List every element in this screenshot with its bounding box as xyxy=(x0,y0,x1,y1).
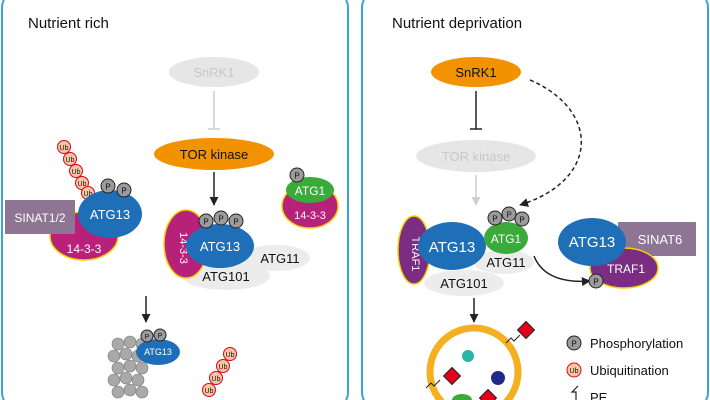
legend-pe: PE xyxy=(590,390,608,400)
sinat12 xyxy=(5,200,75,234)
svg-text:SINAT1/2: SINAT1/2 xyxy=(14,211,65,225)
atg13-sinat6 xyxy=(558,218,626,266)
svg-text:Ub: Ub xyxy=(72,169,81,176)
svg-text:ATG11: ATG11 xyxy=(486,255,525,270)
legend: P Phosphorylation Ub Ubiquitination PE xyxy=(566,335,683,400)
svg-text:14-3-3: 14-3-3 xyxy=(294,210,326,222)
svg-text:Ub: Ub xyxy=(205,388,214,395)
atg13-left xyxy=(78,190,142,238)
atg101-right xyxy=(424,270,504,296)
svg-text:P: P xyxy=(519,216,524,225)
snrk1-active xyxy=(431,57,521,87)
proteasome xyxy=(107,335,149,399)
svg-text:ATG13: ATG13 xyxy=(90,207,130,222)
svg-text:Ub: Ub xyxy=(212,376,221,383)
svg-text:TOR kinase: TOR kinase xyxy=(442,149,510,164)
tor-kinase-inactive xyxy=(416,140,536,172)
svg-text:SnRK1: SnRK1 xyxy=(455,65,496,80)
traf1-arrow xyxy=(533,255,591,287)
legend-ub-icon xyxy=(566,362,582,378)
svg-text:Ub: Ub xyxy=(219,364,228,371)
autophagosome xyxy=(426,324,522,400)
svg-text:ATG1: ATG1 xyxy=(491,232,522,246)
ub-chain-free: Ub Ub Ub Ub xyxy=(202,347,237,397)
legend-phospho-icon xyxy=(566,335,582,351)
left-panel xyxy=(1,0,349,400)
svg-text:P: P xyxy=(121,187,126,196)
atg101-left xyxy=(182,262,270,290)
atg1-left xyxy=(286,177,334,203)
svg-text:ATG11: ATG11 xyxy=(260,251,299,266)
legend-ubiquitination: Ubiquitination xyxy=(590,363,669,378)
atg13-degraded xyxy=(136,339,180,365)
svg-text:P: P xyxy=(506,211,511,220)
legend-pe-icon xyxy=(570,385,579,400)
svg-text:14-3-3: 14-3-3 xyxy=(177,232,189,264)
svg-text:Ub: Ub xyxy=(84,191,93,198)
svg-text:ATG101: ATG101 xyxy=(202,269,249,284)
atg13-right xyxy=(418,222,486,270)
svg-text:P: P xyxy=(145,334,150,341)
tor-kinase-active xyxy=(154,138,274,170)
svg-text:P: P xyxy=(294,172,299,181)
snrk1-inactive-label: SnRK1 xyxy=(193,65,234,80)
svg-text:P: P xyxy=(492,215,497,224)
svg-text:ATG13: ATG13 xyxy=(569,234,615,251)
svg-text:P: P xyxy=(593,278,598,287)
left-panel-title: Nutrient rich xyxy=(28,15,109,32)
svg-text:ATG13: ATG13 xyxy=(429,239,475,256)
atg11-left xyxy=(242,245,310,271)
atg13-center xyxy=(186,224,254,268)
legend-phosphorylation: Phosphorylation xyxy=(590,336,683,351)
right-panel-title: Nutrient deprivation xyxy=(392,15,522,32)
svg-text:14-3-3: 14-3-3 xyxy=(67,242,102,256)
svg-text:TRAF1: TRAF1 xyxy=(409,237,421,272)
svg-text:P: P xyxy=(105,183,110,192)
svg-text:Ub: Ub xyxy=(226,352,235,359)
svg-text:ATG1: ATG1 xyxy=(295,184,326,198)
svg-text:ATG101: ATG101 xyxy=(440,276,487,291)
snrk1-dashed-arrow xyxy=(519,79,582,207)
ub-chain-left: Ub Ub Ub Ub Ub xyxy=(57,140,95,200)
svg-text:P: P xyxy=(203,218,208,227)
svg-text:P: P xyxy=(233,218,238,227)
svg-text:P: P xyxy=(218,215,223,224)
atg1-right xyxy=(484,222,528,254)
svg-text:Ub: Ub xyxy=(570,368,579,375)
tor-kinase-label: TOR kinase xyxy=(180,147,248,162)
svg-text:Ub: Ub xyxy=(66,157,75,164)
svg-text:ATG13: ATG13 xyxy=(200,239,240,254)
svg-text:TRAF1: TRAF1 xyxy=(607,262,645,276)
svg-text:Ub: Ub xyxy=(78,181,87,188)
svg-text:SINAT6: SINAT6 xyxy=(638,232,683,247)
atg11-right xyxy=(474,250,534,274)
svg-text:ATG13: ATG13 xyxy=(144,347,172,357)
svg-text:Ub: Ub xyxy=(60,145,69,152)
svg-text:P: P xyxy=(158,333,163,340)
snrk1-inactive xyxy=(169,57,259,87)
svg-text:P: P xyxy=(571,340,576,349)
